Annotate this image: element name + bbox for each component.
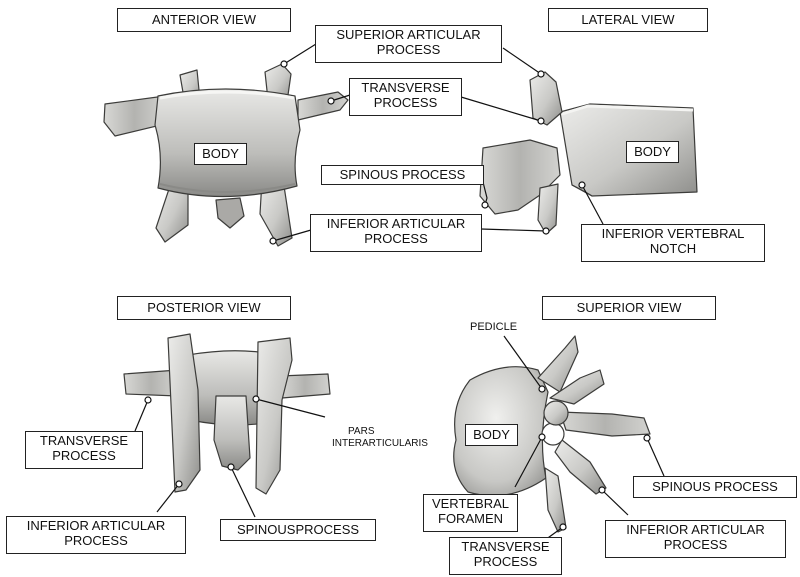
leader-pedicle <box>504 336 542 389</box>
pointer-dot <box>579 182 585 188</box>
superior-spinous-label: SPINOUS PROCESS <box>633 476 797 498</box>
posterior-inferior-articular-label: INFERIOR ARTICULAR PROCESS <box>6 516 186 554</box>
leader-lateral-superior-articular <box>503 48 541 74</box>
pointer-dot <box>328 98 334 104</box>
leader-posterior-spinous <box>231 467 255 517</box>
label-line: TRANSVERSE <box>29 433 139 448</box>
pointer-dot <box>560 524 566 530</box>
pars-interarticularis-label: PARS INTERARTICULARIS <box>332 426 442 450</box>
leader-posterior-inferior-articular <box>157 484 179 512</box>
label-line: PROCESS <box>319 42 498 57</box>
leader-anterior-inferior-articular <box>273 230 311 241</box>
pointer-dot <box>599 487 605 493</box>
superior-transverse-label: TRANSVERSE PROCESS <box>449 537 562 575</box>
label-line: PROCESS <box>609 537 782 552</box>
pointer-dot <box>482 202 488 208</box>
superior-body-label: BODY <box>465 424 518 446</box>
leader-vertebral-foramen <box>515 437 542 487</box>
pointer-dot <box>281 61 287 67</box>
anterior-superior-articular-label: SUPERIOR ARTICULAR PROCESS <box>315 25 502 63</box>
label-line: SUPERIOR ARTICULAR <box>319 27 498 42</box>
leader-anterior-superior-articular <box>284 44 316 64</box>
label-line: TRANSVERSE <box>453 539 558 554</box>
posterior-transverse-label: TRANSVERSE PROCESS <box>25 431 143 469</box>
posterior-view-title: POSTERIOR VIEW <box>117 296 291 320</box>
vertebral-foramen-label: VERTEBRAL FORAMEN <box>423 494 518 532</box>
label-line: PROCESS <box>314 231 478 246</box>
leader-lateral-inferior-articular <box>481 229 546 231</box>
anterior-view-title: ANTERIOR VIEW <box>117 8 291 32</box>
pointer-dot <box>270 238 276 244</box>
label-line: PARS <box>332 426 442 438</box>
anterior-transverse-label: TRANSVERSE PROCESS <box>349 78 462 116</box>
lateral-spinous-label: SPINOUS PROCESS <box>321 165 484 185</box>
leader-lateral-inferior-notch <box>582 185 603 224</box>
leader-superior-inferior-articular <box>602 490 628 515</box>
pointer-dot <box>145 397 151 403</box>
posterior-spinous-label: SPINOUSPROCESS <box>220 519 376 541</box>
lateral-view-title: LATERAL VIEW <box>548 8 708 32</box>
label-line: PROCESS <box>353 95 458 110</box>
label-line: PROCESS <box>29 448 139 463</box>
lateral-body-label: BODY <box>626 141 679 163</box>
pointer-dot <box>543 228 549 234</box>
lateral-inferior-articular-label: INFERIOR ARTICULAR PROCESS <box>310 214 482 252</box>
leader-pars-interarticularis <box>256 399 325 417</box>
label-line: PROCESS <box>453 554 558 569</box>
label-line: INFERIOR ARTICULAR <box>314 216 478 231</box>
pointer-dot <box>539 386 545 392</box>
label-line: INFERIOR ARTICULAR <box>10 518 182 533</box>
leader-posterior-transverse <box>135 400 148 431</box>
anterior-body-label: BODY <box>194 143 247 165</box>
label-line: INFERIOR ARTICULAR <box>609 522 782 537</box>
label-line: INTERARTICULARIS <box>332 438 442 450</box>
leader-superior-spinous <box>647 438 664 476</box>
pedicle-label: PEDICLE <box>470 321 540 333</box>
pointer-dot <box>538 71 544 77</box>
superior-inferior-articular-label: INFERIOR ARTICULAR PROCESS <box>605 520 786 558</box>
pointer-dot <box>253 396 259 402</box>
label-line: TRANSVERSE <box>353 80 458 95</box>
pointer-dot <box>538 118 544 124</box>
label-line: VERTEBRAL <box>427 496 514 511</box>
pointer-dot <box>644 435 650 441</box>
label-line: INFERIOR VERTEBRAL <box>585 226 761 241</box>
label-line: PROCESS <box>10 533 182 548</box>
pointer-dot <box>539 434 545 440</box>
leader-lateral-transverse <box>461 97 541 121</box>
lateral-inferior-notch-label: INFERIOR VERTEBRAL NOTCH <box>581 224 765 262</box>
label-line: FORAMEN <box>427 511 514 526</box>
label-line: NOTCH <box>585 241 761 256</box>
pointer-dot <box>176 481 182 487</box>
pointer-dot <box>228 464 234 470</box>
superior-view-title: SUPERIOR VIEW <box>542 296 716 320</box>
